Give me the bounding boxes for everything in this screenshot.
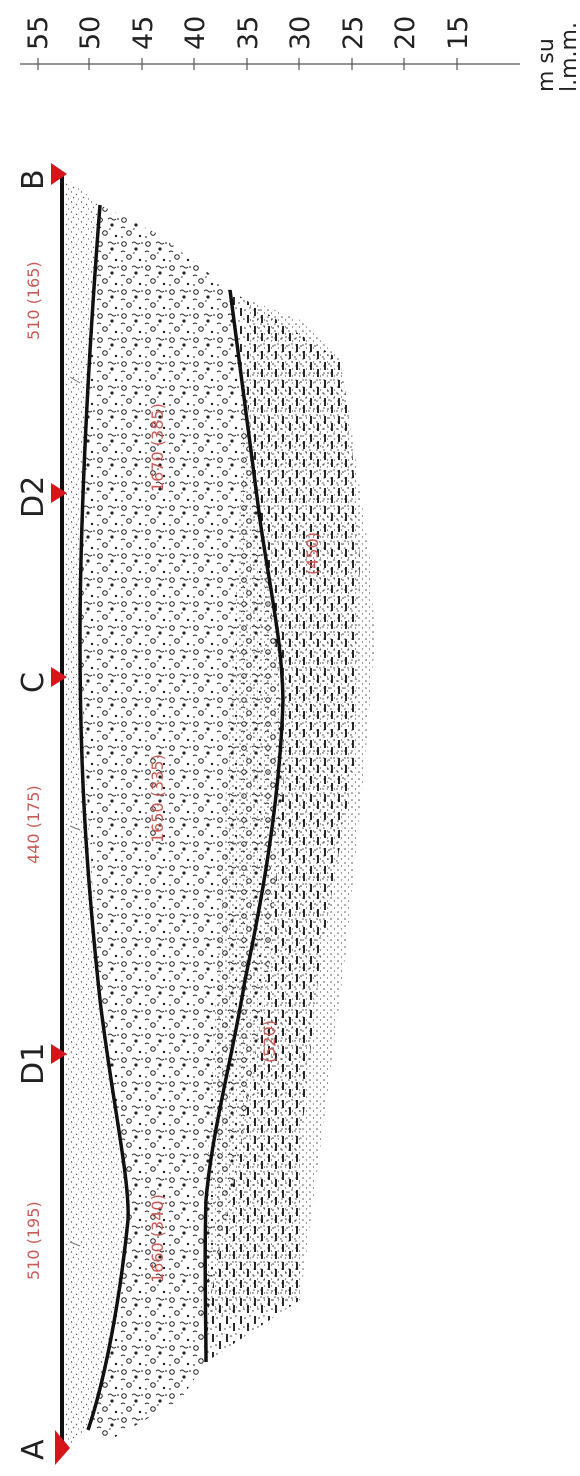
leader-line xyxy=(69,825,81,831)
lower-contact-line xyxy=(203,289,285,1363)
unit-label: m su xyxy=(534,38,559,92)
station-marker-b xyxy=(51,163,67,185)
value-label-low-left: (520) xyxy=(260,1020,279,1063)
station-marker-d2 xyxy=(51,483,67,503)
value-label-top-right: 510 (165) xyxy=(24,261,43,340)
scale-label: 20 xyxy=(390,16,421,50)
value-label-mid-right: 1670 (385) xyxy=(148,403,167,492)
scale-label: 50 xyxy=(75,16,106,50)
value-label-top-left: 510 (195) xyxy=(24,1201,43,1280)
strata xyxy=(62,175,375,1450)
scale-ticks xyxy=(37,58,458,70)
gravel-sand-layer xyxy=(80,205,285,1440)
station-label-d2: D2 xyxy=(16,476,51,518)
scale-label: 15 xyxy=(443,16,474,50)
value-label-low-right: (450) xyxy=(303,532,322,575)
station-label-d1: D1 xyxy=(16,1043,51,1085)
top-soil-layer xyxy=(62,175,130,1450)
station-label-c: C xyxy=(16,672,51,693)
value-label-mid-mid: 1650 (335) xyxy=(148,754,167,843)
depth-scale: 55 50 45 40 35 30 25 20 15 m su l.m.m. xyxy=(20,16,580,92)
leader-line xyxy=(69,1241,81,1247)
station-marker-a xyxy=(55,1430,70,1465)
scale-label: 30 xyxy=(285,16,316,50)
scale-label: 35 xyxy=(233,16,264,50)
upper-contact-line xyxy=(78,204,130,1431)
scale-label: 55 xyxy=(23,16,54,50)
value-label-mid-left: 1660 (340) xyxy=(148,1194,167,1283)
station-markers: A D1 C D2 B xyxy=(16,163,70,1465)
silt-clay-layer xyxy=(206,290,360,1362)
station-label-b: B xyxy=(16,169,51,190)
station-marker-d1 xyxy=(51,1044,67,1064)
scale-label: 40 xyxy=(180,16,211,50)
boundary-lines xyxy=(60,175,285,1450)
station-label-a: A xyxy=(16,1439,51,1460)
leader-line xyxy=(69,376,81,384)
scale-label: 45 xyxy=(128,16,159,50)
value-label-top-mid: 440 (175) xyxy=(24,785,43,864)
station-marker-c xyxy=(51,667,67,687)
unit-label: l.m.m. xyxy=(557,22,580,92)
value-labels: 510 (195) 440 (175) 510 (165) 1660 (340)… xyxy=(24,261,322,1283)
scale-label: 25 xyxy=(338,16,369,50)
